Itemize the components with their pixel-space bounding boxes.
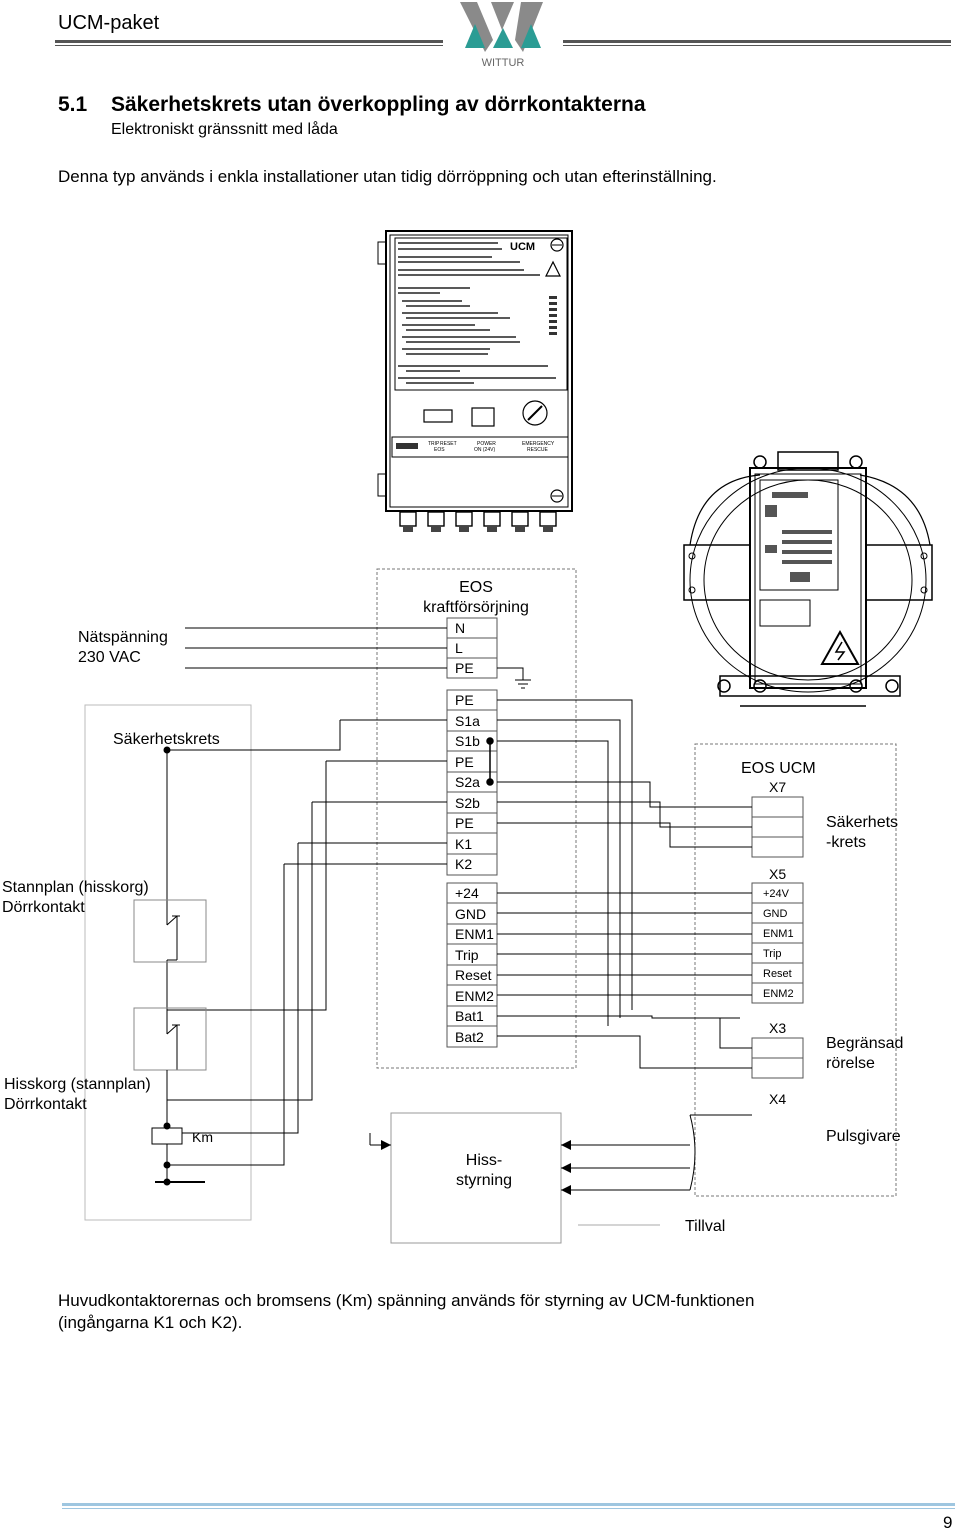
x5-terminal: ENM2 [763,988,794,1000]
eos-ucm-frame [694,743,897,1197]
header-rule-left [55,40,443,43]
landing-door-contact-label: Dörrkontakt [2,899,85,916]
arrows [381,1140,571,1195]
terminal-io: Trip [455,947,479,963]
eos-power-supply-label: kraftförsörjning [423,599,529,616]
terminal-N: N [455,620,465,636]
control-box-drawing: UCM TRIP RESET EOS POWER ON (24V) EMERGE… [377,230,573,532]
terminal-io: +24 [455,885,479,901]
x5-terminal: ENM1 [763,928,794,940]
terminal-safety: S2a [455,774,480,790]
mains-voltage-label: 230 VAC [78,649,141,666]
safety-circuit-frame [84,704,252,1221]
safety-circuit-label: Säkerhetskrets [113,731,220,748]
terminal-io: ENM2 [455,988,494,1004]
limited-motion-label-2: rörelse [826,1055,875,1072]
jumper-s1b-s2a [486,737,494,786]
wittur-logo: WITTUR [460,2,543,69]
limited-motion-label: Begränsad [826,1035,903,1052]
encoder-label: Pulsgivare [826,1128,901,1145]
svg-text:POWER: POWER [477,441,496,447]
x5-label: X5 [769,866,786,882]
svg-text:TRIP: TRIP [428,441,440,447]
x7-block [751,796,804,858]
terminal-io: GND [455,906,486,922]
header-rule-left-thin [55,45,443,46]
section-number: 5.1 [58,93,88,116]
closing-line-2: (ingångarna K1 och K2). [58,1313,243,1332]
ucm-safety-label: Säkerhets [826,814,898,831]
header-rule-right [563,40,951,43]
section-subtitle: Elektroniskt gränssnitt med låda [111,121,338,138]
terminal-safety: PE [455,815,474,831]
x5-terminal: Trip [763,948,782,960]
terminal-safety: K1 [455,836,472,852]
svg-text:ON (24V): ON (24V) [474,447,495,453]
closing-paragraph: Huvudkontaktorernas och bromsens (Km) sp… [58,1290,918,1334]
svg-text:RESCUE: RESCUE [527,447,549,453]
terminal-io: Bat2 [455,1029,484,1045]
closing-line-1: Huvudkontaktorernas och bromsens (Km) sp… [58,1291,755,1310]
section-title: Säkerhetskrets utan överkoppling av dörr… [111,93,646,116]
terminal-safety: S2b [455,795,480,811]
ucm-label: EOS UCM [741,760,816,777]
controller-label-2: styrning [456,1172,512,1189]
car-door-label: Hisskorg (stannplan) [4,1076,151,1093]
page-header-title: UCM-paket [58,12,160,34]
header-rule-right-thin [563,45,951,46]
x5-terminal: GND [763,908,788,920]
x5-terminal: Reset [763,968,792,980]
ucm-safety-label-2: -krets [826,834,866,851]
x5-terminal: +24V [763,888,790,900]
wiring [133,627,752,1226]
terminal-safety: S1b [455,733,480,749]
x5-block [751,882,804,1004]
page-number: 9 [943,1513,953,1532]
terminal-io: ENM1 [455,926,494,942]
eos-label: EOS [459,579,493,596]
eos-power-supply-frame [376,568,577,1069]
terminal-PE: PE [455,660,474,676]
footer-rule [62,1503,955,1506]
x3-label: X3 [769,1020,786,1036]
x7-label: X7 [769,779,786,795]
km-label: Km [192,1129,213,1145]
terminal-io: Reset [455,967,492,983]
landing-door-label: Stannplan (hisskorg) [2,879,149,896]
terminal-safety: S1a [455,713,480,729]
footer-rule-thin [62,1508,955,1509]
lift-controller-box [390,1112,562,1244]
svg-text:EMERGENCY: EMERGENCY [522,441,555,447]
motor-unit-drawing [683,451,933,707]
terminal-L: L [455,640,463,656]
svg-text:RESET: RESET [440,441,457,447]
svg-text:EOS: EOS [434,447,445,453]
terminal-io: Bat1 [455,1008,484,1024]
terminal-safety: PE [455,692,474,708]
wiring-diagram: UCM TRIP RESET EOS POWER ON (24V) EMERGE… [2,230,933,1244]
option-label: Tillval [685,1218,725,1235]
terminal-safety: K2 [455,856,472,872]
mains-label: Nätspänning [78,629,168,646]
eos-terminal-block-io [446,882,498,1048]
car-door-contact-label: Dörrkontakt [4,1096,87,1113]
x4-label: X4 [769,1091,786,1107]
controller-label: Hiss- [466,1152,502,1169]
x3-block [751,1037,804,1079]
intro-paragraph: Denna typ används i enkla installationer… [58,167,717,186]
terminal-safety: PE [455,754,474,770]
box-brand-label: UCM [510,241,535,253]
logo-text: WITTUR [482,57,525,69]
